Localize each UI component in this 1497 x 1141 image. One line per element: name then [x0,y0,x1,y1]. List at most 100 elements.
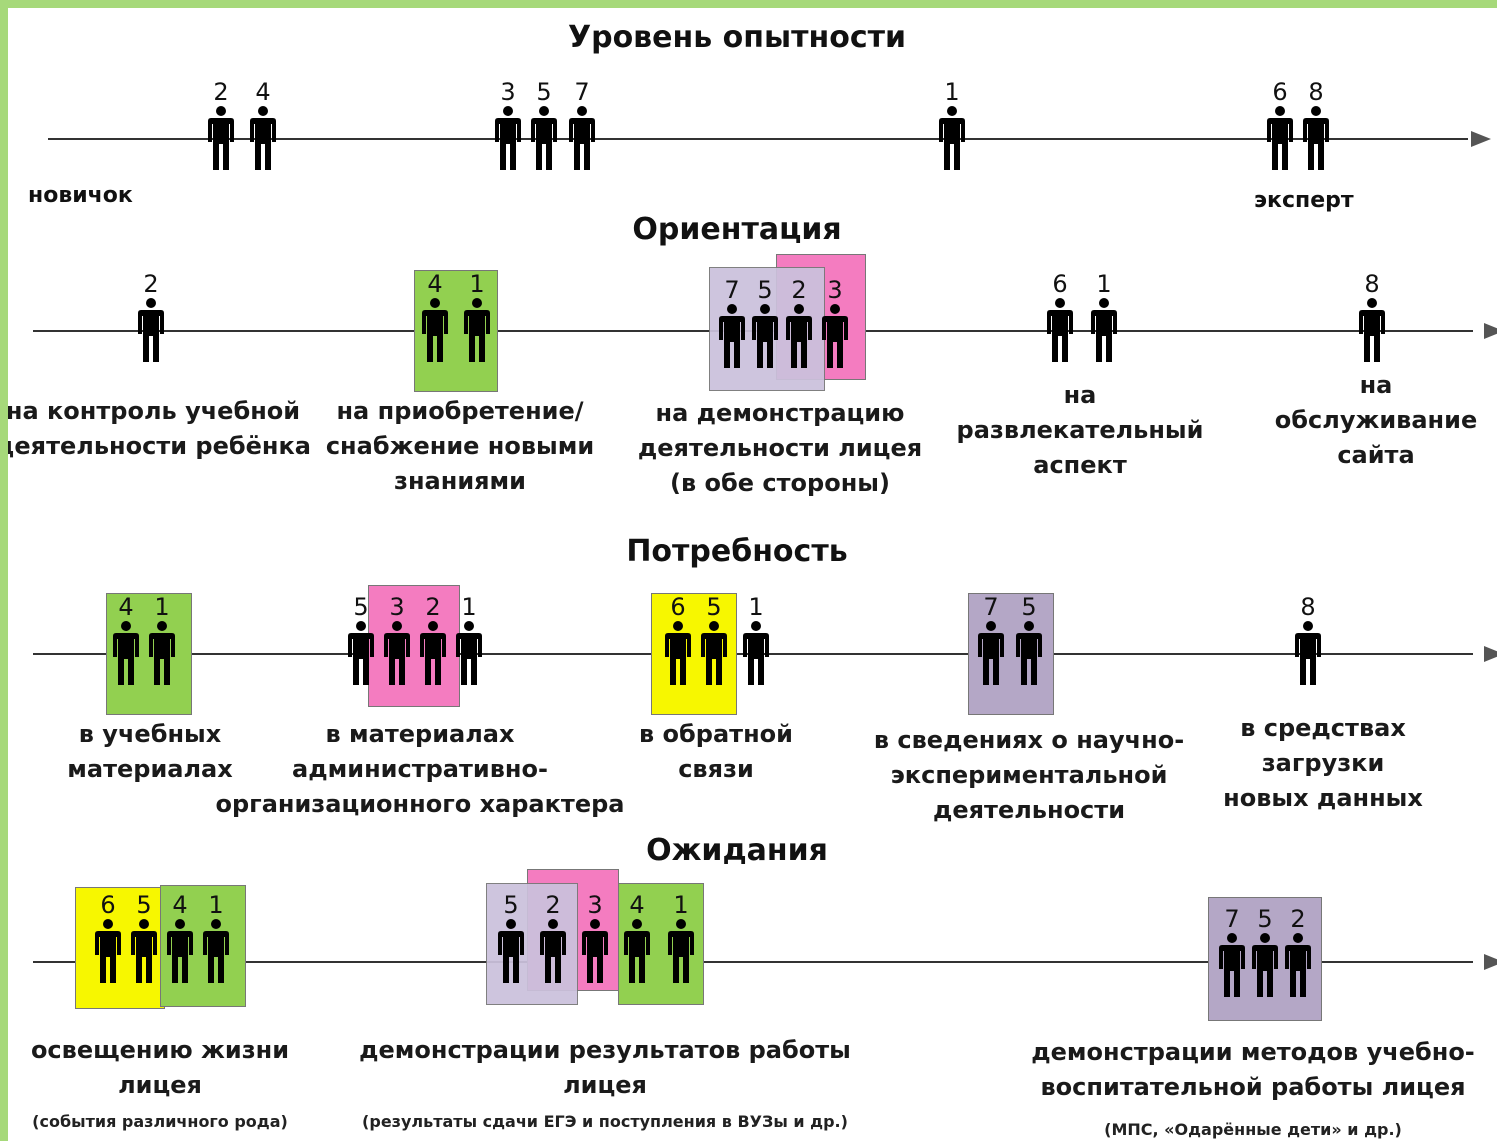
person-number: 1 [469,270,485,298]
label-line: лицея [563,1071,647,1099]
person-number: 2 [425,593,441,621]
person-number: 2 [545,891,561,919]
person-number: 1 [1096,270,1112,298]
need-category-label: в материалах административно- организаци… [216,717,625,822]
person-figure: 4 [620,893,654,985]
label-line: освещению жизни [30,1036,290,1064]
person-figure: 7 [715,278,749,370]
person-figure: 7 [565,80,599,172]
person-figure: 8 [1355,272,1389,364]
person-figure: 5 [494,893,528,985]
label-line: в сведениях о научно- [873,726,1185,754]
person-figure: 5 [344,595,378,687]
person-number: 5 [353,593,369,621]
expectations-category-label: освещению жизни лицея [31,1033,289,1103]
label-line: загрузки [1261,749,1385,777]
person-number: 7 [983,593,999,621]
person-icon [1267,106,1293,170]
person-icon [203,919,229,983]
need-category-label: в учебных материалах [67,717,232,787]
person-icon [456,621,482,685]
person-icon [743,621,769,685]
need-title: Потребность [626,534,848,569]
label-line: в учебных [78,720,222,748]
label-line: деятельности [932,796,1126,824]
label-line: (в обе стороны) [670,469,890,497]
person-number: 3 [389,593,405,621]
person-number: 2 [1290,905,1306,933]
person-number: 6 [100,891,116,919]
person-figure: 2 [134,272,168,364]
expectations-title: Ожидания [646,833,828,868]
person-icon [1047,298,1073,362]
person-icon [348,621,374,685]
person-figure: 4 [163,893,197,985]
person-icon [1091,298,1117,362]
orientation-category-label: на демонстрацию деятельности лицея (в об… [638,396,922,501]
person-figure: 6 [91,893,125,985]
label-line: в средствах [1240,714,1406,742]
person-icon [665,621,691,685]
person-number: 5 [536,78,552,106]
person-number: 7 [574,78,590,106]
experience-start-label: новичок [28,183,133,208]
expectations-category-note: (события различного рода) [32,1112,288,1131]
label-line: демонстрации методов учебно- [1031,1038,1475,1066]
label-line: в материалах [325,720,515,748]
person-number: 7 [724,276,740,304]
expectations-category-label: демонстрации методов учебно- воспитатель… [1031,1035,1475,1105]
person-icon [624,919,650,983]
need-axis-arrow [1484,646,1497,662]
label-line: административно- [292,755,548,783]
person-figure: 5 [127,893,161,985]
label-line: снабжение новыми [325,432,595,460]
person-figure: 8 [1291,595,1325,687]
label-line: новых данных [1223,784,1423,812]
label-line: на демонстрацию [655,399,905,427]
person-number: 4 [427,270,443,298]
person-icon [752,304,778,368]
label-line: обслуживание [1274,406,1478,434]
person-icon [1252,933,1278,997]
person-number: 5 [503,891,519,919]
person-figure: 2 [782,278,816,370]
label-line: лицея [118,1071,202,1099]
orientation-category-label: на контроль учебной деятельности ребёнка [8,394,311,464]
need-category-label: в средствах загрузки новых данных [1223,711,1423,816]
person-icon [1295,621,1321,685]
person-figure: 5 [748,278,782,370]
person-icon [384,621,410,685]
person-figure: 5 [527,80,561,172]
label-line: на приобретение/ [336,397,584,425]
label-line: на контроль учебной [8,397,301,425]
expectations-category-note: (результаты сдачи ЕГЭ и поступления в ВУ… [362,1112,848,1131]
experience-end-label: эксперт [1254,188,1354,213]
person-icon [822,304,848,368]
expectations-axis-arrow [1484,954,1497,970]
diagram-canvas: Уровень опытности новичок эксперт 2 4 3 … [8,8,1497,1141]
label-line: в обратной [639,720,793,748]
person-figure: 1 [935,80,969,172]
label-line: материалах [67,755,233,783]
person-figure: 1 [145,595,179,687]
person-figure: 4 [246,80,280,172]
label-line: на [1063,381,1097,409]
orientation-axis-arrow [1484,323,1497,339]
person-number: 5 [706,593,722,621]
person-number: 4 [118,593,134,621]
person-number: 6 [670,593,686,621]
person-icon [668,919,694,983]
person-figure: 6 [661,595,695,687]
person-icon [464,298,490,362]
person-number: 1 [748,593,764,621]
person-icon [1016,621,1042,685]
person-figure: 3 [818,278,852,370]
person-icon [582,919,608,983]
person-figure: 7 [974,595,1008,687]
person-figure: 1 [460,272,494,364]
person-figure: 3 [491,80,525,172]
person-figure: 5 [1012,595,1046,687]
person-number: 1 [208,891,224,919]
person-icon [422,298,448,362]
person-icon [786,304,812,368]
